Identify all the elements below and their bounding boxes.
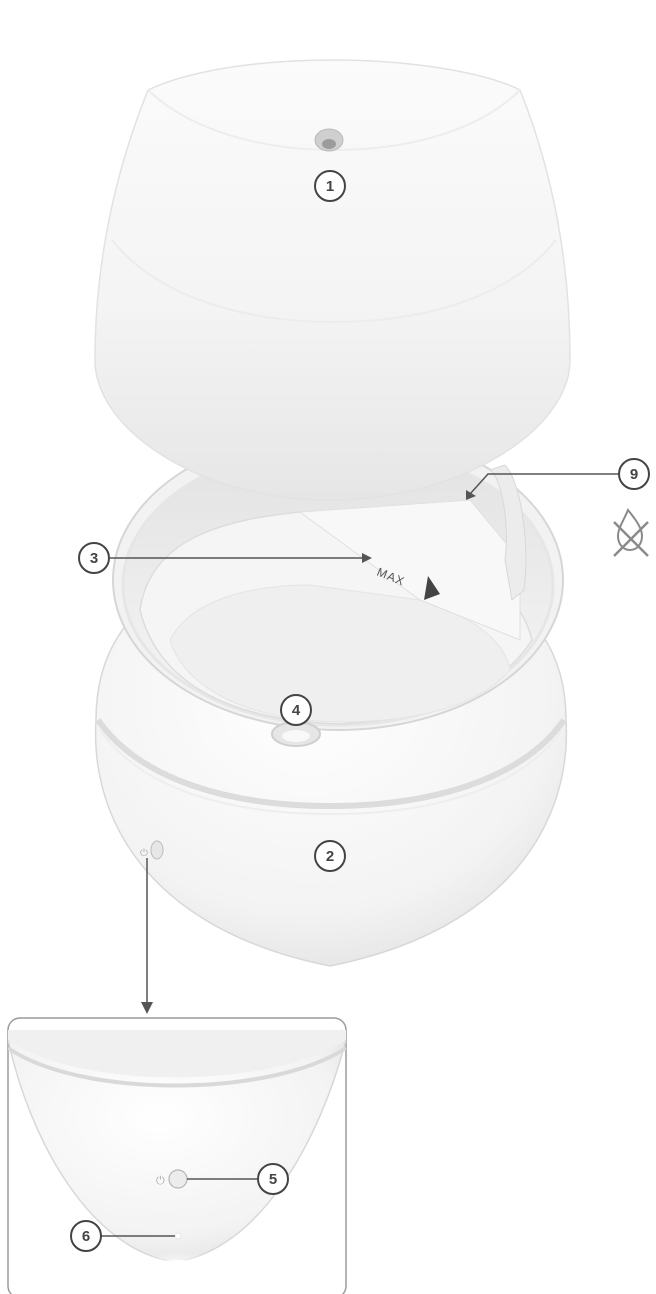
- callout-2: 2: [315, 841, 345, 871]
- svg-text:5: 5: [269, 1171, 277, 1188]
- diffuser-lid: [95, 60, 570, 500]
- callout-1: 1: [315, 171, 345, 201]
- power-icon: ⏻: [156, 1174, 165, 1187]
- svg-text:9: 9: [630, 466, 638, 483]
- svg-text:6: 6: [82, 1228, 90, 1245]
- detail-inset: ⏻ 5 6: [8, 1018, 346, 1294]
- svg-text:4: 4: [292, 702, 301, 719]
- no-water-drop-icon: [614, 510, 648, 556]
- svg-text:3: 3: [90, 550, 98, 567]
- led-light: [175, 1233, 181, 1239]
- zoom-arrow: [141, 858, 153, 1014]
- svg-text:1: 1: [326, 178, 334, 195]
- diffuser-base: ⏻: [96, 430, 567, 966]
- svg-text:2: 2: [326, 848, 334, 865]
- callout-4: 4: [281, 695, 311, 725]
- power-button[interactable]: [169, 1170, 187, 1188]
- svg-text:⏻: ⏻: [140, 848, 148, 859]
